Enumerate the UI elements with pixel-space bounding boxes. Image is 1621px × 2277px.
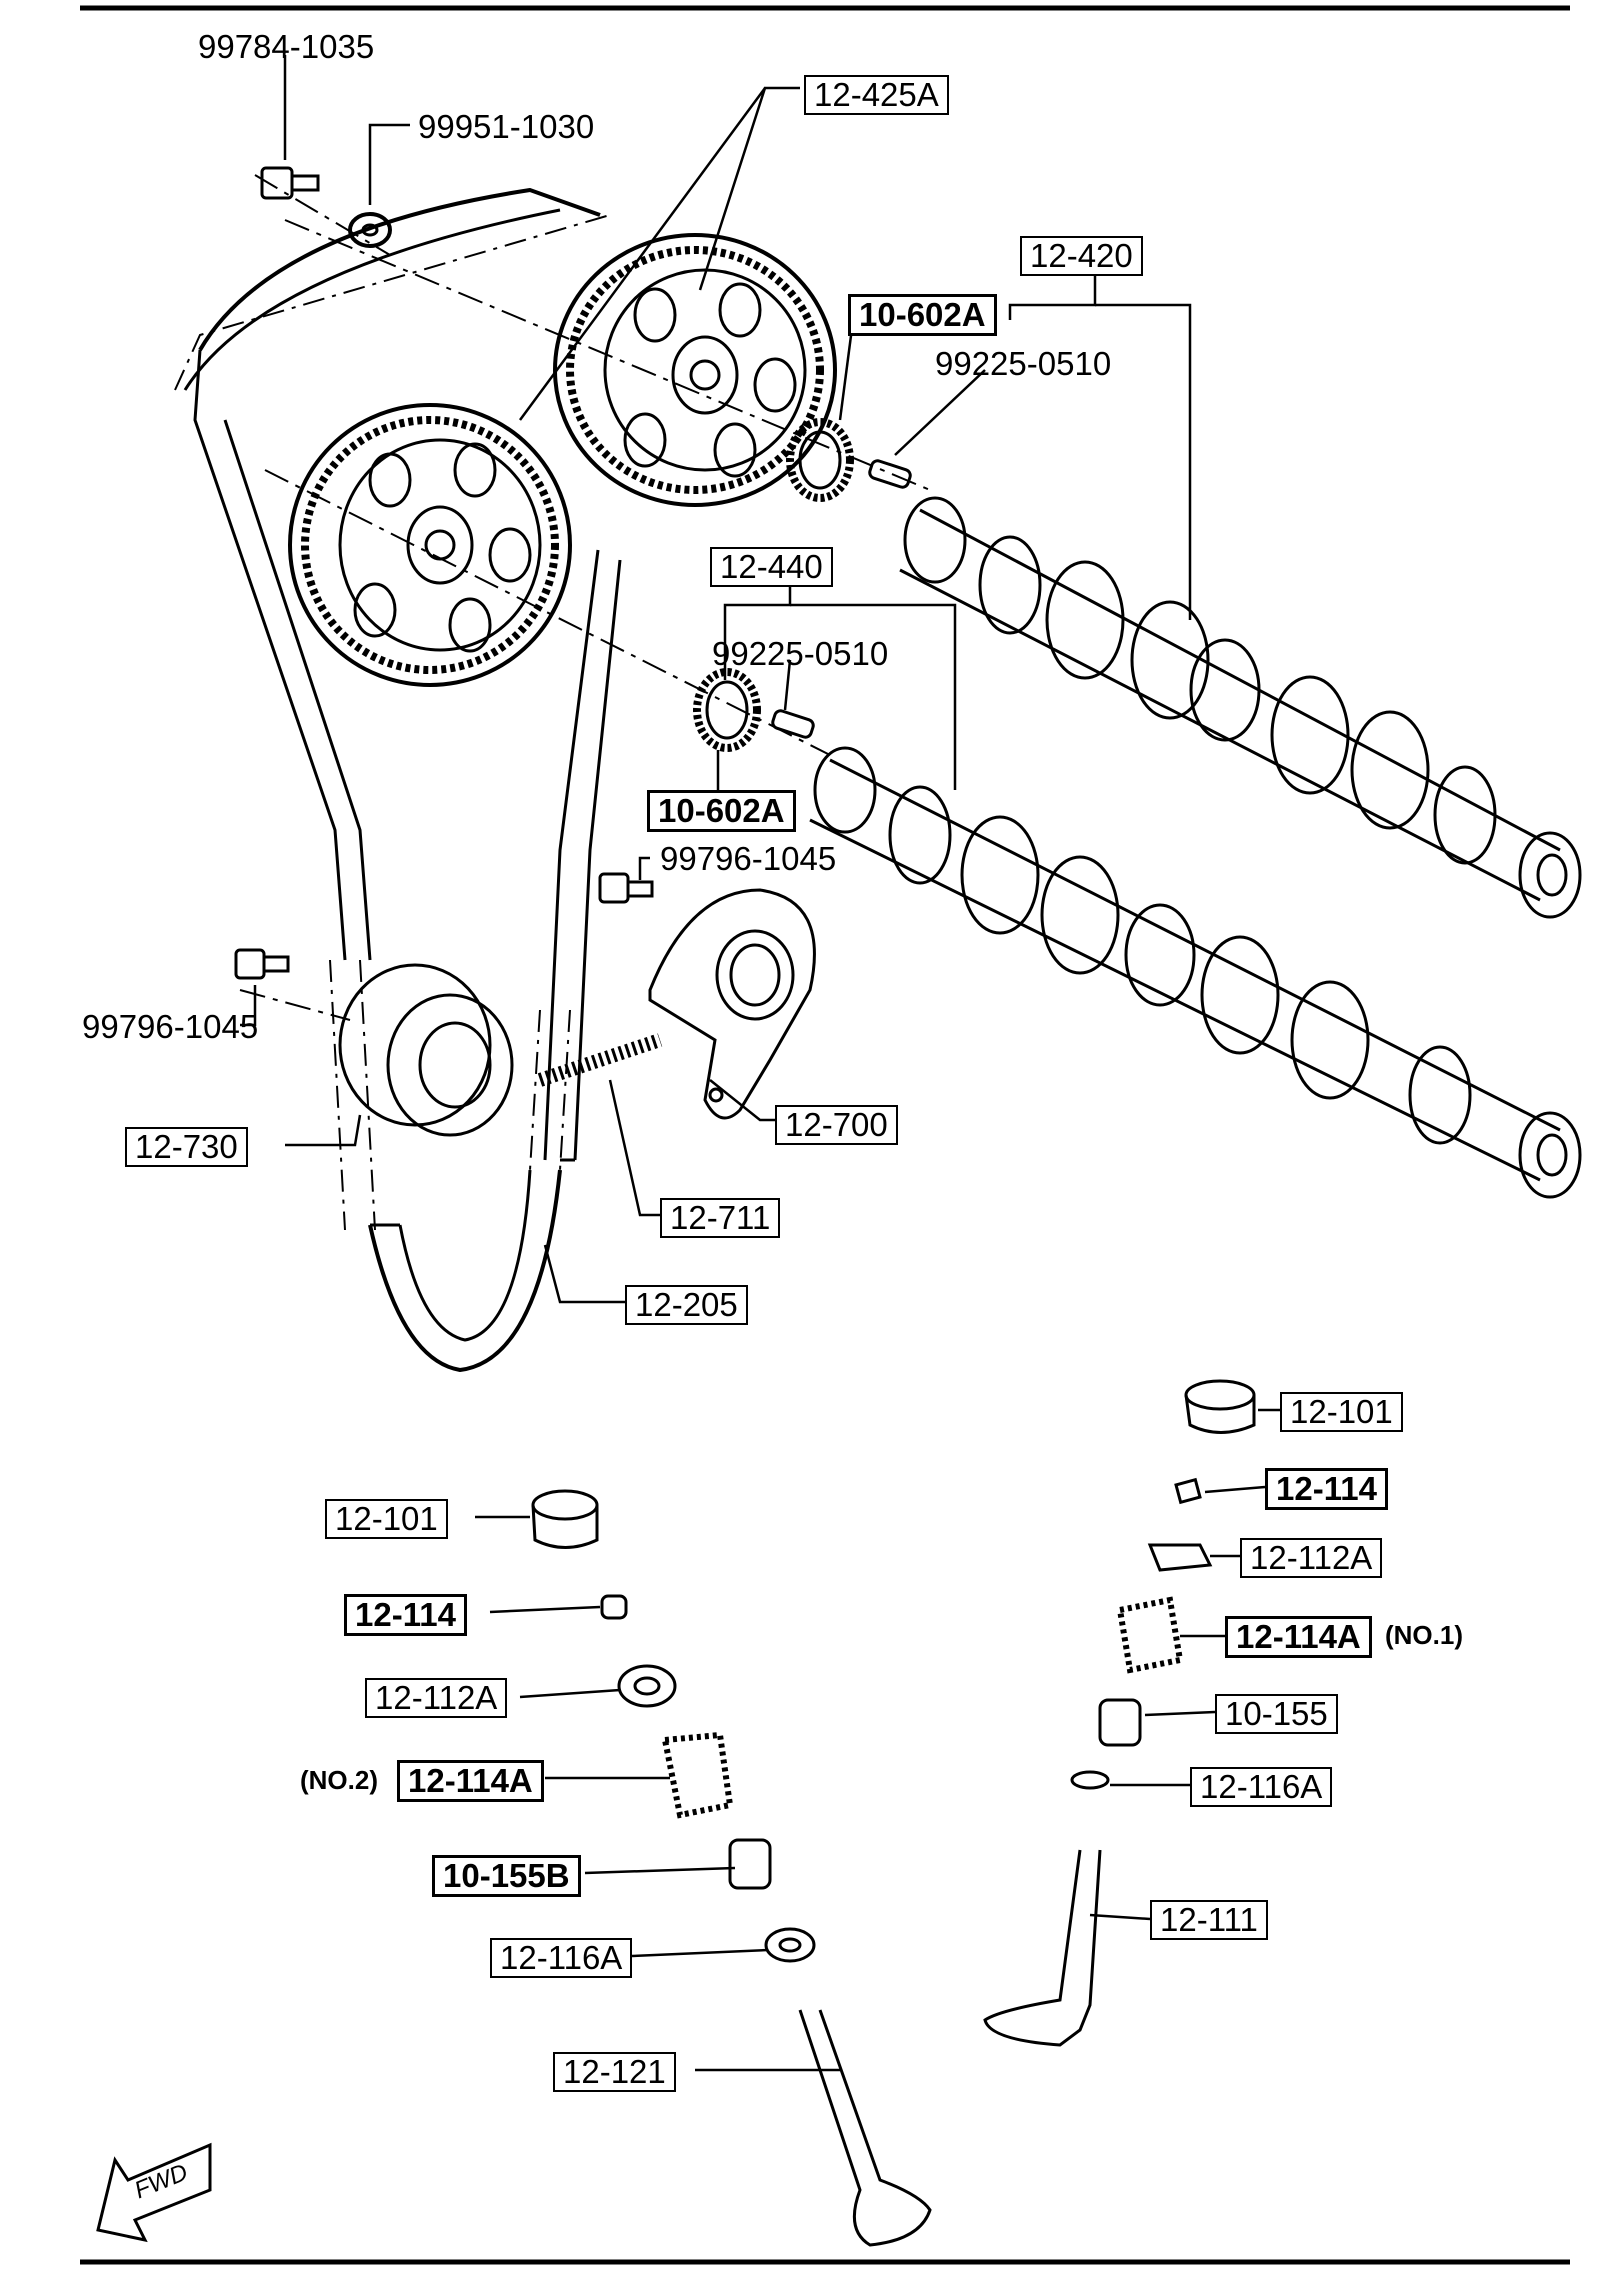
label-timing-belt: 12-205 <box>625 1285 748 1325</box>
label-bolt-tensioner: 99796-1045 <box>660 840 837 877</box>
tensioner-drawing <box>648 888 816 1120</box>
idler-pulley-drawing <box>338 963 514 1137</box>
label-tensioner-spring: 12-711 <box>660 1198 781 1238</box>
label-oil-seal-lower: 10-602A <box>647 790 796 832</box>
label-valve-seal-left: 10-155B <box>432 1855 581 1897</box>
oil-seal-drawings <box>693 418 854 752</box>
label-pin-upper: 99225-0510 <box>935 345 1112 382</box>
label-washer-cam-pulley: 99951-1030 <box>418 108 595 145</box>
label-pin-lower: 99225-0510 <box>712 635 889 672</box>
bolt-drawings <box>234 166 654 980</box>
fwd-arrow-drawing <box>96 2142 212 2243</box>
label-lower-seat-left: 12-116A <box>490 1938 633 1978</box>
label-tensioner: 12-700 <box>775 1105 898 1145</box>
label-bolt-idler: 99796-1045 <box>82 1008 259 1045</box>
leader-lines <box>240 55 1280 2072</box>
note-valve-spring-right: (NO.1) <box>1385 1620 1463 1650</box>
tensioner-spring-drawing <box>537 1033 663 1087</box>
valve-train-left-drawing <box>531 1489 932 2247</box>
label-valve-spring-left: 12-114A <box>397 1760 544 1802</box>
camshaft-lower-drawing <box>809 746 1582 1199</box>
label-cam-pulley: 12-425A <box>804 75 949 115</box>
label-tappet-left: 12-101 <box>325 1499 448 1539</box>
label-tappet-right: 12-101 <box>1280 1392 1403 1432</box>
label-idler-pulley: 12-730 <box>125 1127 248 1167</box>
label-valve-right: 12-111 <box>1150 1900 1268 1940</box>
label-collet-right: 12-114 <box>1265 1468 1388 1510</box>
timing-belt-drawing <box>174 187 622 1373</box>
label-camshaft-intake: 12-440 <box>710 547 833 587</box>
cam-pulley-left-drawing <box>288 403 572 687</box>
label-camshaft-exhaust: 12-420 <box>1020 236 1143 276</box>
label-upper-seat-right: 12-112A <box>1240 1538 1383 1578</box>
label-valve-spring-right: 12-114A <box>1225 1616 1372 1658</box>
label-collet-left: 12-114 <box>344 1594 467 1636</box>
note-valve-spring-left: (NO.2) <box>300 1765 378 1795</box>
center-lines <box>239 174 931 1021</box>
valve-train-right-drawing <box>983 1379 1256 2047</box>
label-bolt-cam-pulley: 99784-1035 <box>198 28 375 65</box>
label-lower-seat-right: 12-116A <box>1190 1767 1333 1807</box>
label-valve-left: 12-121 <box>553 2052 676 2092</box>
dowel-pin-drawings <box>771 459 912 739</box>
label-oil-seal-upper: 10-602A <box>848 294 997 336</box>
cam-pulley-right-drawing <box>553 233 837 507</box>
label-valve-seal-right: 10-155 <box>1215 1694 1338 1734</box>
label-upper-seat-left: 12-112A <box>365 1678 508 1718</box>
camshaft-upper-drawing <box>899 496 1582 919</box>
